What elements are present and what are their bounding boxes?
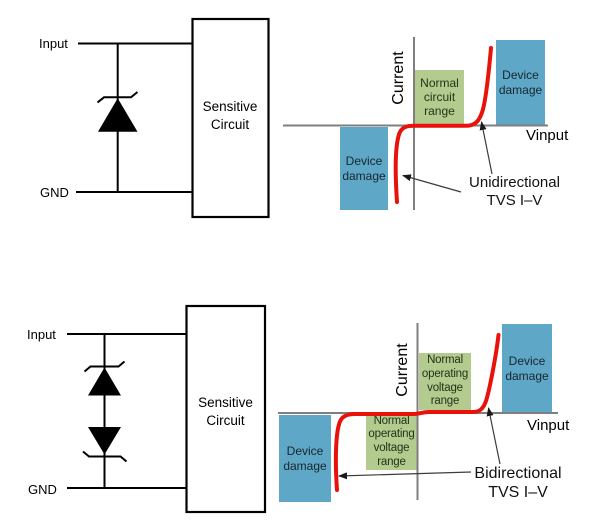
annotation-line: TVS I–V xyxy=(486,192,543,209)
top-device-damage-right-region: Device damage xyxy=(496,40,545,125)
bottom-input-label: Input xyxy=(27,327,56,342)
bidirectional-annotation: Bidirectional TVS I–V xyxy=(458,464,578,502)
region-label: Device damage xyxy=(342,154,386,183)
bottom-sensitive-circuit-label: Sensitive Circuit xyxy=(198,395,253,428)
top-sensitive-circuit-label: Sensitive Circuit xyxy=(202,99,258,132)
top-gnd-label: GND xyxy=(40,185,69,200)
annotation-line: Bidirectional xyxy=(474,465,562,482)
bottom-gnd-label: GND xyxy=(28,482,57,497)
top-vinput-axis-label: Vinput xyxy=(526,127,569,144)
top-input-label: Input xyxy=(39,36,68,51)
region-label: Device damage xyxy=(505,354,549,383)
bottom-current-axis-label: Current xyxy=(394,343,411,397)
annotation-line: TVS I–V xyxy=(488,484,548,501)
region-label: Device damage xyxy=(283,444,327,473)
bottom-device-damage-right-region: Device damage xyxy=(502,324,552,413)
region-label: Device damage xyxy=(498,68,543,97)
bottom-device-damage-left-region: Device damage xyxy=(279,415,331,502)
unidirectional-annotation: Unidirectional TVS I–V xyxy=(452,174,577,210)
bottom-vinput-axis-label: Vinput xyxy=(527,417,570,434)
top-device-damage-left-region: Device damage xyxy=(340,127,388,210)
annotation-line: Unidirectional xyxy=(469,174,560,191)
top-current-axis-label: Current xyxy=(390,51,407,105)
